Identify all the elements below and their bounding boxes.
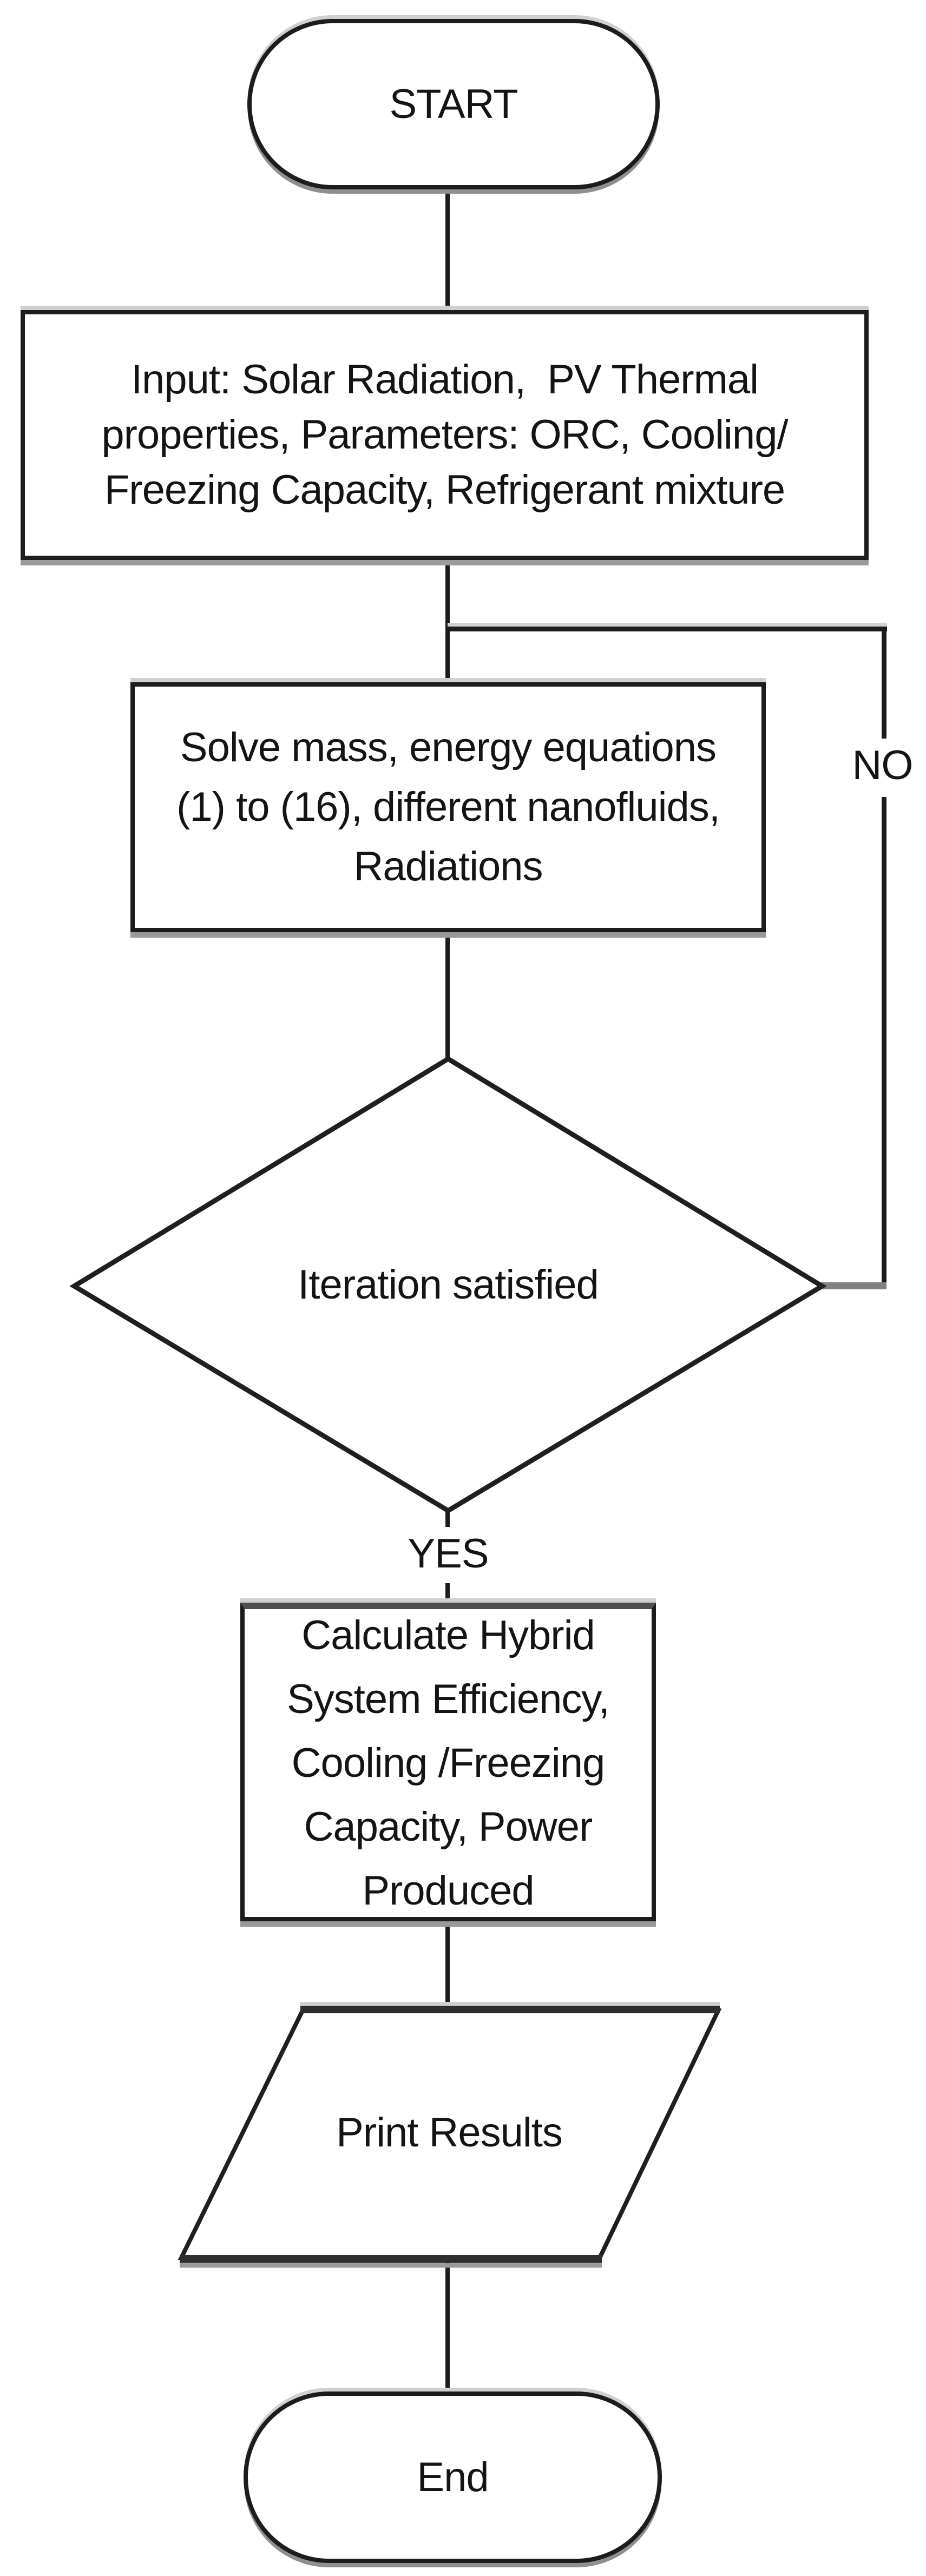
decision-diamond bbox=[69, 1056, 827, 1514]
flow-connector-start-to-input bbox=[445, 187, 450, 314]
decision-label: Iteration satisfied bbox=[298, 1262, 599, 1308]
no-loop-right-vertical-line bbox=[882, 627, 886, 1287]
flow-connector-calc-to-print bbox=[445, 1918, 450, 2014]
start-terminator: START bbox=[247, 19, 660, 189]
print-results-parallelogram bbox=[178, 2002, 722, 2268]
flow-connector-input-to-solve bbox=[445, 557, 450, 686]
flow-connector-solve-to-decision bbox=[445, 930, 450, 1062]
input-line: properties, Parameters: ORC, Cooling/ bbox=[101, 412, 788, 458]
yes-edge-label: YES bbox=[389, 1527, 508, 1583]
calculate-line: Calculate Hybrid bbox=[301, 1612, 595, 1658]
no-loop-decision-connector bbox=[818, 1282, 886, 1289]
start-label: START bbox=[389, 81, 518, 127]
no-edge-label: NO bbox=[838, 739, 926, 797]
solve-line: Radiations bbox=[353, 844, 543, 890]
print-label: Print Results bbox=[336, 2110, 563, 2156]
calculate-line: Capacity, Power bbox=[304, 1803, 593, 1850]
solve-process-box: Solve mass, energy equations (1) to (16)… bbox=[130, 682, 766, 932]
no-loop-top-horizontal-line bbox=[448, 627, 887, 631]
input-line: Freezing Capacity, Refrigerant mixture bbox=[104, 467, 785, 513]
input-line: Input: Solar Radiation, PV Thermal bbox=[130, 357, 759, 403]
calculate-line: Produced bbox=[362, 1867, 534, 1914]
calculate-process-box: Calculate Hybrid System Efficiency, Cool… bbox=[240, 1603, 656, 1921]
solve-line: Solve mass, energy equations bbox=[180, 724, 717, 770]
decision-diamond-shape bbox=[69, 1056, 827, 1514]
end-label: End bbox=[417, 2454, 489, 2500]
end-terminator: End bbox=[244, 2391, 662, 2563]
input-process-box: Input: Solar Radiation, PV Thermal prope… bbox=[21, 310, 869, 560]
solve-line: (1) to (16), different nanofluids, bbox=[176, 784, 720, 830]
flow-connector-print-to-end bbox=[445, 2255, 450, 2396]
calculate-line: Cooling /Freezing bbox=[291, 1740, 606, 1786]
calculate-line: System Efficiency, bbox=[287, 1676, 610, 1722]
